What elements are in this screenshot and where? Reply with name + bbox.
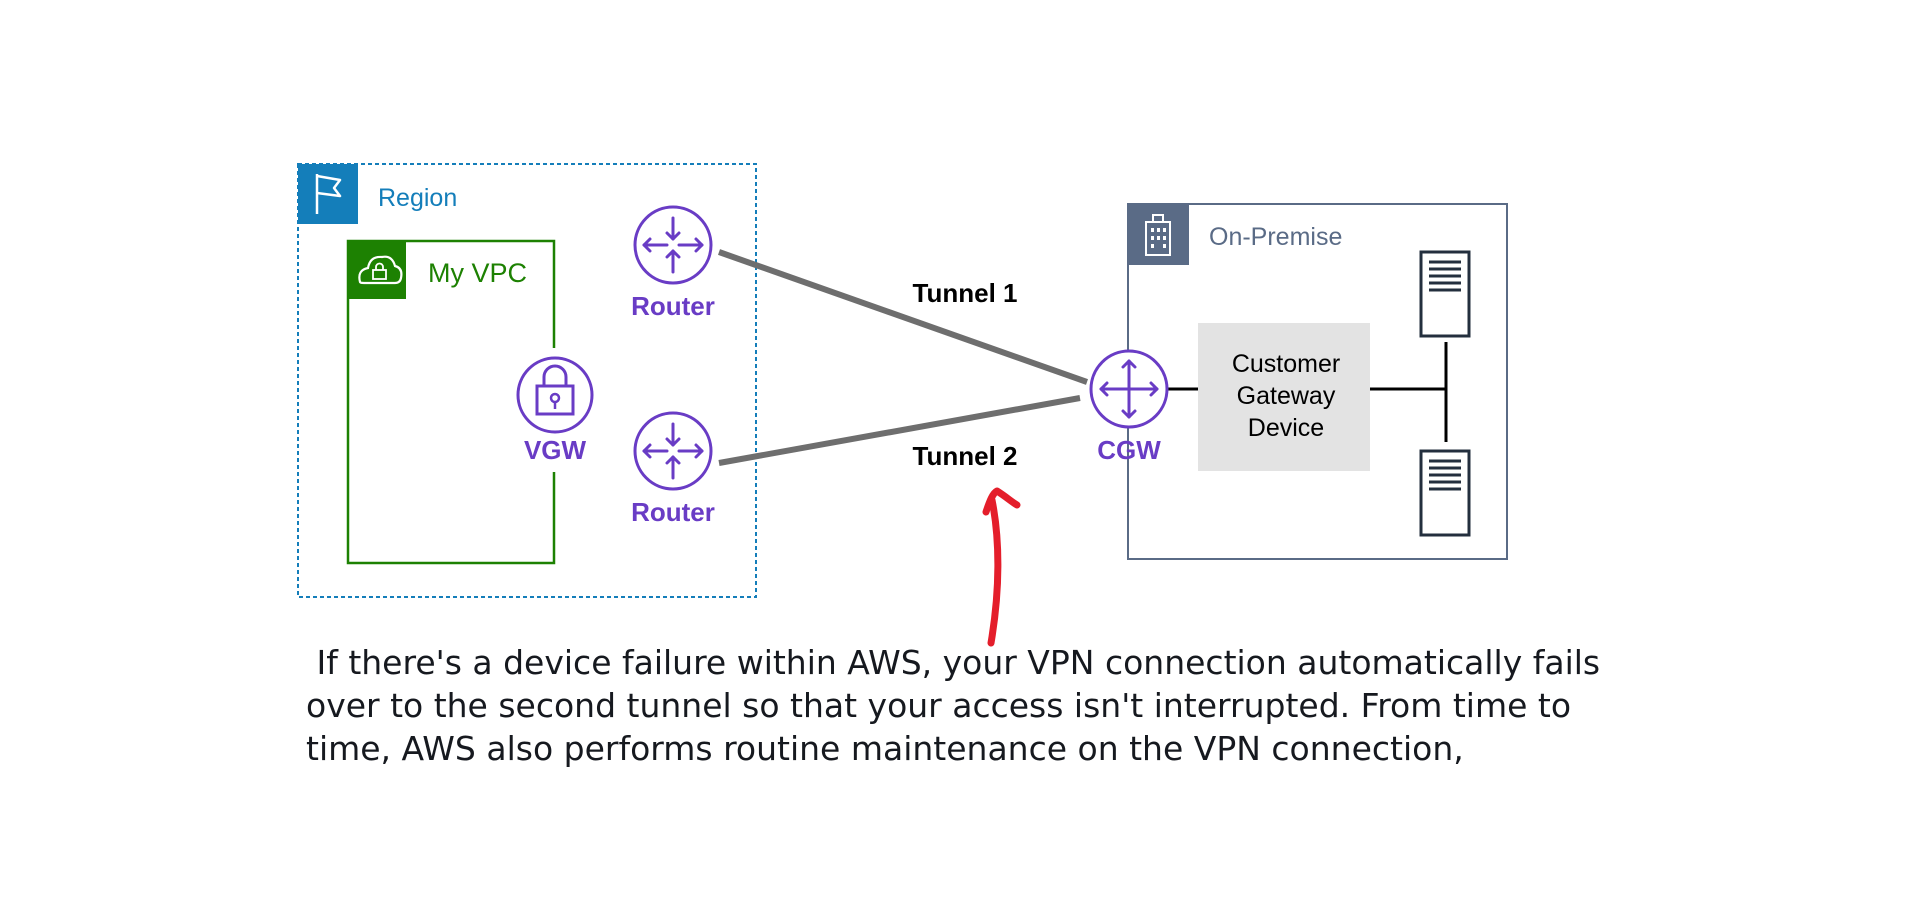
customer-gateway-line-1: Customer [1232,350,1340,378]
router-arrows-icon [1089,349,1169,429]
router-2-label: Router [631,497,715,527]
server-icon [1419,250,1471,338]
server-icon [1419,449,1471,537]
caption-line-1: If there's a device failure within AWS, … [306,643,1601,682]
cgw-node: CGW [1089,349,1169,465]
vgw-node: VGW [510,348,598,472]
tunnel-2-line [718,395,1081,466]
customer-gateway-line-3: Device [1248,414,1324,442]
router-1: Router [631,205,715,321]
flag-icon [298,164,358,224]
building-icon [1128,204,1189,265]
caption-line-3: time, AWS also performs routine maintena… [306,729,1464,768]
tunnel-1-line [718,249,1088,385]
on-premise-label: On-Premise [1209,223,1342,251]
on-premise-group: On-Premise [1127,203,1508,560]
vpc-group: My VPC [346,239,556,565]
region-group: Region [297,163,757,598]
customer-gateway-line-2: Gateway [1237,382,1336,410]
region-label: Region [378,184,457,212]
vgw-label: VGW [524,435,587,465]
caption: If there's a device failure within AWS, … [306,641,1706,770]
tunnel-2-label: Tunnel 2 [913,441,1018,471]
router-1-label: Router [631,291,715,321]
tunnel-1-label: Tunnel 1 [913,278,1018,308]
cgw-label: CGW [1097,435,1161,465]
router-2: Router [631,411,715,527]
cloud-lock-icon [348,241,406,299]
customer-gateway-device: Customer Gateway Device [1198,323,1370,471]
caption-line-2: over to the second tunnel so that your a… [306,686,1572,725]
router-arrows-icon [633,205,713,285]
red-arrow-icon [982,487,1021,647]
vpc-label: My VPC [428,258,527,288]
router-arrows-icon [633,411,713,491]
lock-icon [516,356,594,434]
